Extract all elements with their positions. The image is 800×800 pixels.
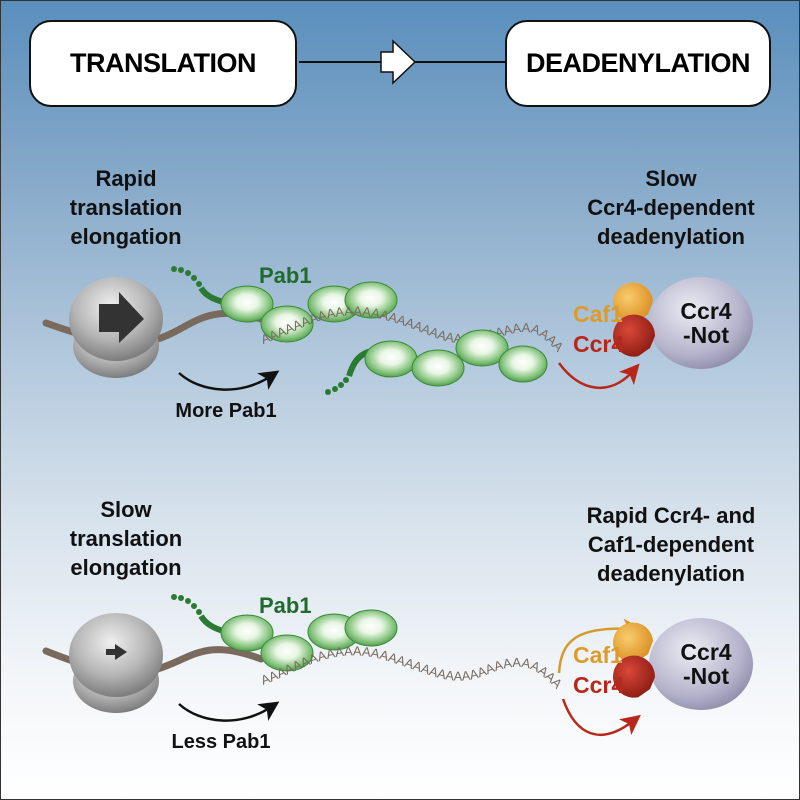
ccr4-pacman	[613, 655, 656, 698]
translation-box-label: TRANSLATION	[70, 48, 256, 78]
caf1-action-arrow	[557, 618, 643, 674]
ccr4-pacman	[613, 314, 656, 357]
label-line: Slow	[100, 497, 152, 522]
more-pab1-label: More Pab1	[175, 400, 277, 422]
label-line: translation	[69, 526, 183, 551]
label-line: Ccr4	[680, 298, 732, 324]
slow-translation-arrow-icon	[106, 644, 127, 660]
header-arrow-icon	[380, 39, 417, 85]
label-line: Rapid	[95, 166, 157, 191]
label-line: deadenylation	[597, 224, 745, 249]
label-line: Ccr4-dependent	[587, 195, 755, 220]
label-line: elongation	[70, 224, 182, 249]
top-translation-label: Rapid translation elongation	[46, 164, 206, 251]
deadenylation-box-label: DEADENYLATION	[525, 48, 751, 78]
pab1-tail-dots	[171, 594, 202, 615]
translation-box: TRANSLATION	[29, 20, 297, 107]
bottom-translation-label: Slow translation elongation	[46, 495, 206, 582]
bottom-pab1-label: Pab1	[259, 593, 312, 618]
label-line: -Not	[683, 663, 729, 689]
bottom-deadenylation-label: Rapid Ccr4- and Caf1-dependent deadenyla…	[561, 501, 781, 588]
top-deadenylation-label: Slow Ccr4-dependent deadenylation	[561, 164, 781, 251]
ccr4-not-complex	[649, 277, 753, 369]
bottom-caf1-label: Caf1	[573, 642, 623, 668]
top-ccr4-label: Ccr4	[573, 331, 625, 357]
deadenylation-box: DEADENYLATION	[505, 20, 771, 107]
label-line: -Not	[683, 322, 729, 348]
label-line: deadenylation	[597, 561, 745, 586]
pab1-tail-dots	[171, 266, 202, 287]
less-pab1-arrow	[178, 701, 280, 722]
label-line: elongation	[70, 555, 182, 580]
ccr4-not-complex	[649, 618, 753, 710]
label-line: Caf1-dependent	[587, 532, 755, 557]
pab1-chain-top	[220, 281, 398, 343]
label-line: Rapid Ccr4- and	[586, 503, 756, 528]
label-line: Slow	[645, 166, 697, 191]
fast-translation-arrow-icon	[99, 292, 144, 343]
pab1-chain-top-2	[364, 329, 548, 387]
pab1-tail-dots-2	[325, 377, 349, 395]
label-line: Ccr4	[680, 639, 732, 665]
less-pab1-label: Less Pab1	[171, 731, 271, 753]
more-pab1-arrow	[178, 370, 280, 391]
top-complex-label: Ccr4 -Not	[661, 299, 751, 347]
top-caf1-label: Caf1	[573, 301, 623, 327]
pab1-chain-bottom	[220, 609, 398, 672]
bottom-complex-label: Ccr4 -Not	[661, 640, 751, 688]
label-line: translation	[69, 195, 183, 220]
caf1-pacman	[613, 622, 653, 663]
top-pab1-label: Pab1	[259, 263, 312, 288]
ccr4-action-arrow	[557, 362, 640, 390]
caf1-pacman	[613, 282, 653, 323]
ccr4-action-arrow	[561, 698, 641, 737]
bottom-ccr4-label: Ccr4	[573, 672, 625, 698]
